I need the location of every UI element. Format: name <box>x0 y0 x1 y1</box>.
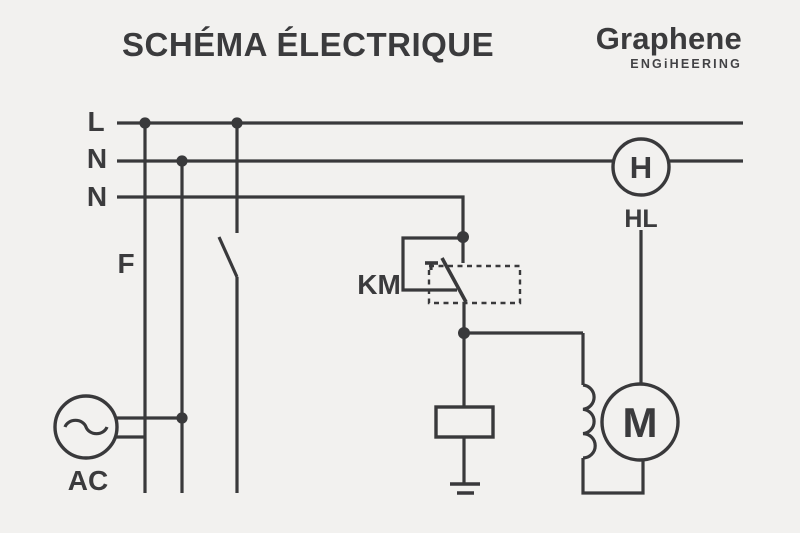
junction-dots <box>139 117 470 424</box>
ac-sine-icon <box>63 418 109 436</box>
junction-dot <box>176 155 188 167</box>
km-actuator-dashed-box <box>427 264 522 305</box>
lamp-circle <box>611 137 671 197</box>
contactor-label: KM <box>357 269 401 300</box>
bus-label-n2: N <box>87 181 107 212</box>
junction-dot <box>458 327 470 339</box>
junction-dot <box>231 117 243 129</box>
km-contact-blade <box>440 257 468 303</box>
fuse-label: F <box>117 248 134 279</box>
switch-blade <box>217 236 239 278</box>
bus-label-n1: N <box>87 143 107 174</box>
motor-label: M <box>623 399 658 446</box>
junction-dot <box>139 117 151 129</box>
wire-labels: L N N F KM <box>87 106 401 300</box>
brand-name: Graphene <box>595 21 742 56</box>
junction-dot <box>457 231 469 243</box>
bus-line-n2 <box>117 195 465 237</box>
feeder-wires <box>143 123 239 493</box>
motor-branch: M <box>464 230 680 495</box>
ac-source: AC <box>53 394 182 496</box>
ac-label: AC <box>68 465 108 496</box>
coil-and-ground <box>434 405 495 495</box>
motor-circle <box>600 382 680 462</box>
brand-logo: Graphene ENGiHEERING <box>595 21 742 72</box>
coil-box <box>434 405 495 439</box>
lamp-ref-label: HL <box>624 205 657 233</box>
bus-label-l: L <box>87 106 104 137</box>
inductor-coil <box>582 383 597 460</box>
contactor-km <box>401 236 522 407</box>
lamp-label: H <box>630 150 652 185</box>
page-title: SCHÉMA ÉLECTRIQUE <box>122 26 495 63</box>
junction-dot <box>176 412 188 424</box>
brand-subtitle: ENGiHEERING <box>630 57 742 72</box>
inductor-wire-bottom <box>581 458 645 495</box>
lamp-hl: H HL <box>611 137 671 233</box>
